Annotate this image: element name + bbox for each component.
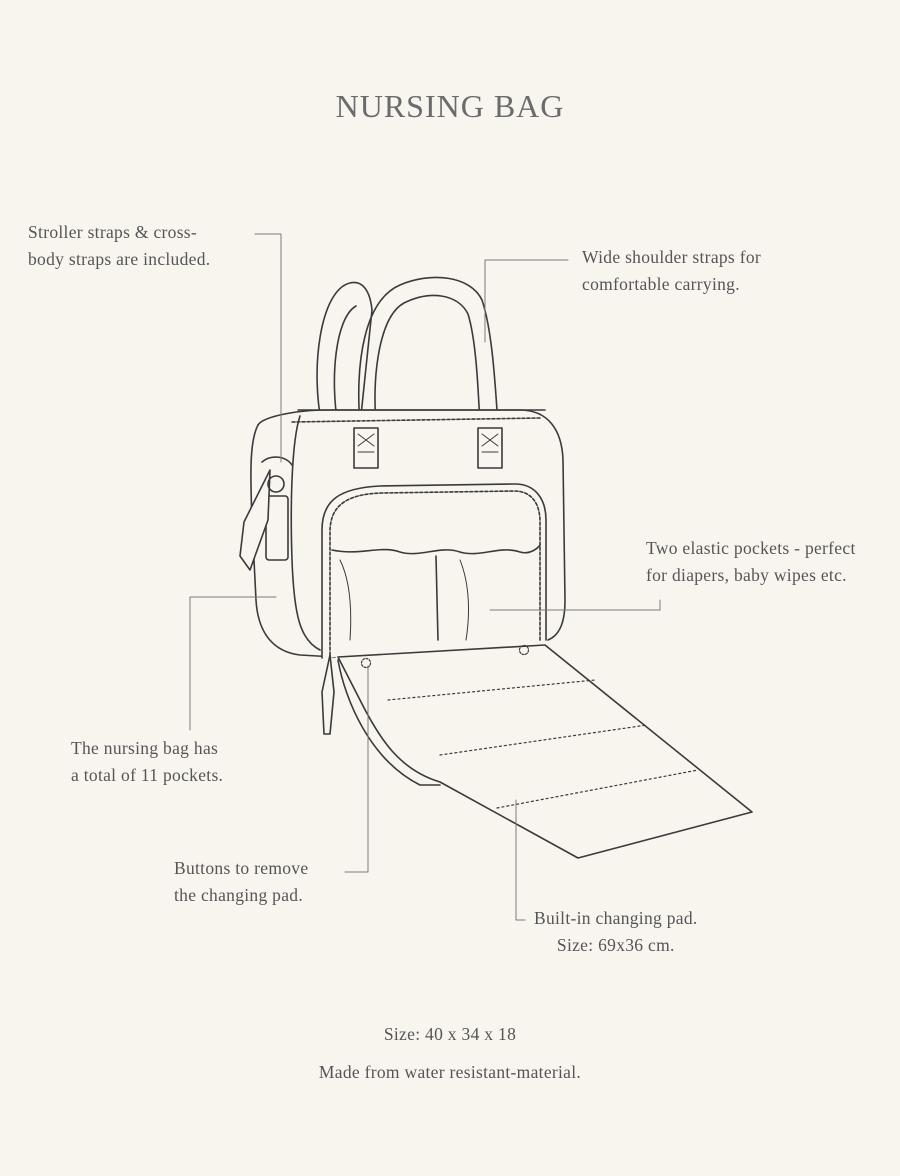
page-title: NURSING BAG	[335, 88, 565, 124]
bag-handles	[316, 276, 499, 426]
callout-shoulder-straps: Wide shoulder straps for comfortable car…	[582, 244, 761, 298]
callout-pockets-total: The nursing bag has a total of 11 pocket…	[71, 735, 223, 789]
callout-elastic-pockets: Two elastic pockets - perfect for diaper…	[646, 535, 856, 589]
callout-line: The nursing bag has	[71, 738, 219, 758]
callout-line: Built-in changing pad.	[534, 908, 698, 928]
footer-size: Size: 40 x 34 x 18	[383, 1024, 517, 1044]
callout-line: comfortable carrying.	[582, 274, 740, 294]
leader-lines	[189, 233, 661, 921]
callout-buttons: Buttons to remove the changing pad.	[174, 855, 308, 909]
callout-stroller-straps: Stroller straps & cross- body straps are…	[28, 219, 210, 273]
front-pocket	[321, 483, 547, 735]
callout-line: Buttons to remove	[174, 858, 309, 878]
callout-changing-pad: Built-in changing pad. Size: 69x36 cm.	[534, 905, 698, 959]
callout-line: a total of 11 pockets.	[71, 765, 224, 785]
callout-line: for diapers, baby wipes etc.	[646, 565, 847, 585]
callout-line: Stroller straps & cross-	[28, 222, 198, 242]
callout-line: Wide shoulder straps for	[582, 247, 762, 267]
callout-line: Two elastic pockets - perfect	[646, 538, 856, 558]
callout-line: the changing pad.	[174, 885, 304, 905]
footer-material: Made from water resistant-material.	[318, 1062, 582, 1082]
callout-line: Size: 69x36 cm.	[556, 935, 675, 955]
changing-pad	[337, 644, 753, 859]
callout-line: body straps are included.	[28, 249, 211, 269]
